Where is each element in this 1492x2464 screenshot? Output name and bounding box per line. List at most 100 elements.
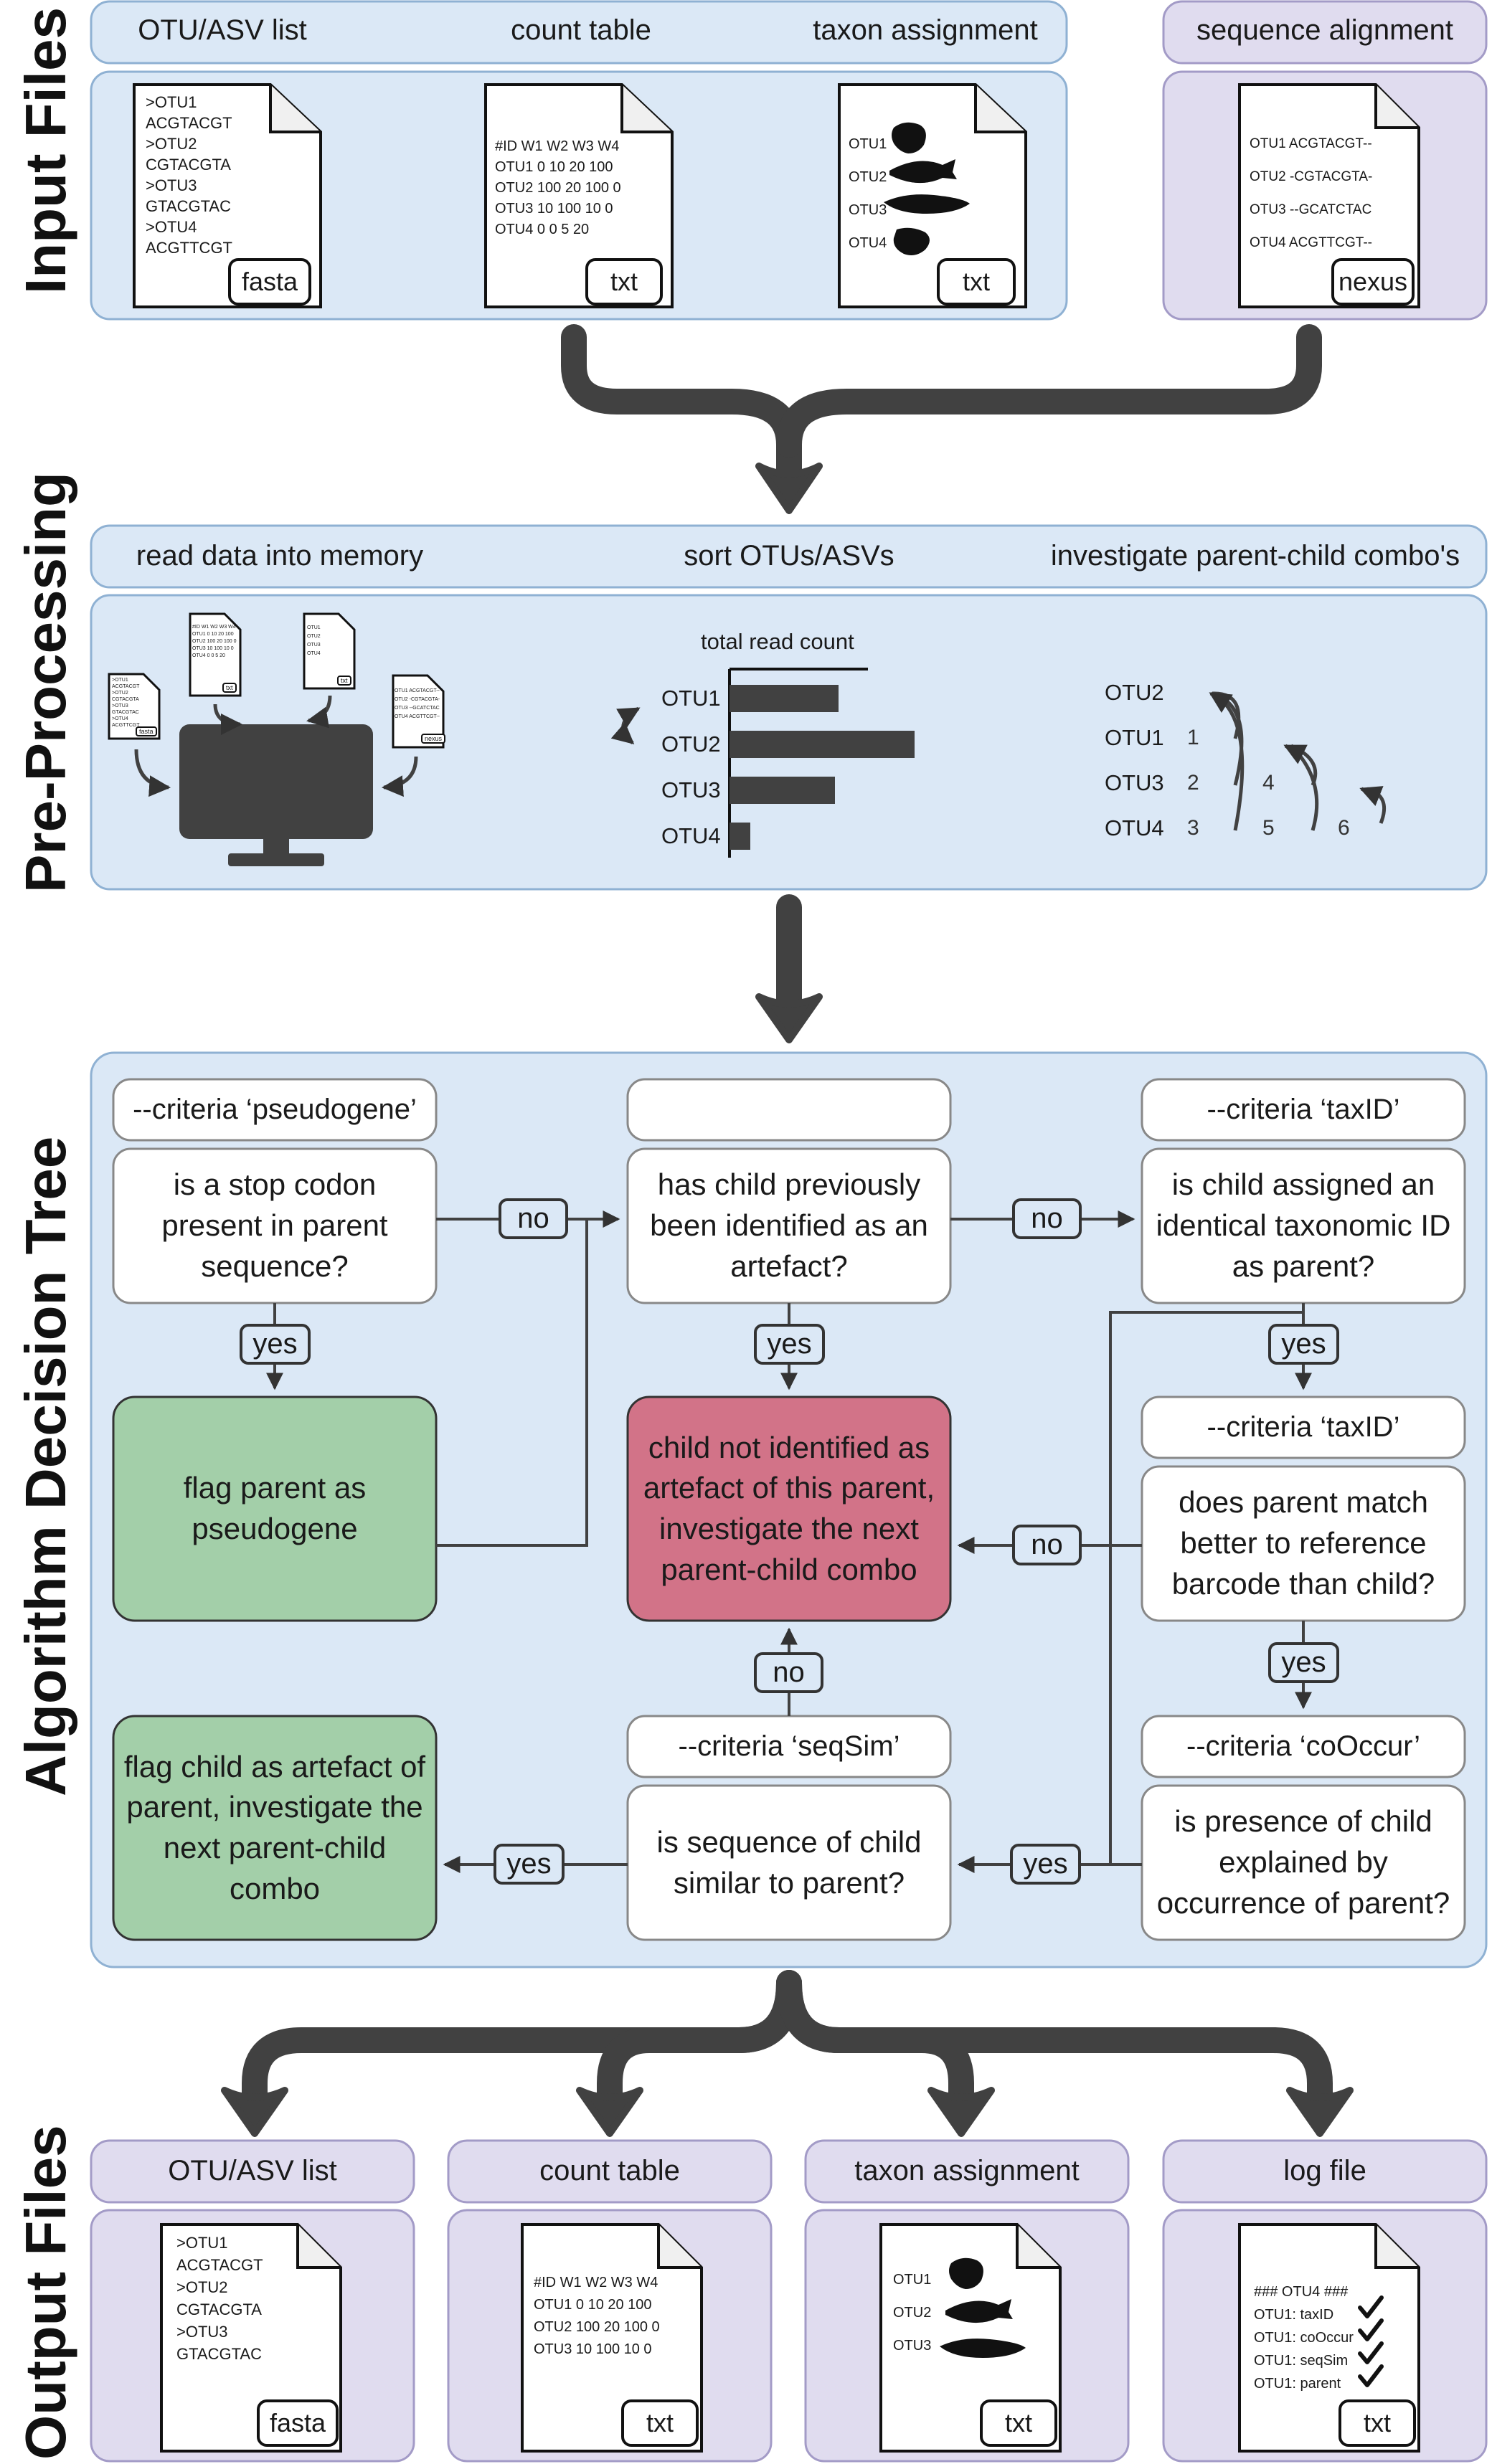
alignment-line: OTU1 ACGTACGT-- — [1250, 136, 1372, 151]
input-count-content: #ID W1 W2 W3 W4 OTU1 0 10 20 100 OTU2 10… — [495, 136, 621, 240]
pre-header-sort: sort OTUs/ASVs — [684, 540, 894, 572]
output-header-taxon: taxon assignment — [854, 2155, 1080, 2186]
fasta-line: CGTACGTA — [146, 156, 231, 174]
mini-doc-count-ext: txt — [222, 683, 237, 693]
output-count-content: #ID W1 W2 W3 W4 OTU1 0 10 20 100 OTU2 10… — [534, 2272, 660, 2361]
taxon-line: OTU2 — [893, 2305, 932, 2321]
input-alignment-content: OTU1 ACGTACGT-- OTU2 -CGTACGTA- OTU3 --G… — [1250, 128, 1372, 260]
flag-pseudogene: flag parent as pseudogene — [183, 1471, 367, 1545]
fasta-doc-shape — [133, 83, 322, 308]
taxid2-criteria: --criteria ‘taxID’ — [1207, 1411, 1400, 1443]
split-arrows — [242, 1970, 1333, 2110]
bar-otu1 — [730, 685, 839, 712]
pre-header-read: read data into memory — [136, 540, 424, 572]
fasta-line: >OTU4 — [146, 218, 197, 236]
mini-doc-line: >OTU4 — [112, 716, 128, 721]
fasta-line: ACGTTCGT — [146, 239, 232, 257]
mini-doc-alignment-ext: nexus — [421, 734, 446, 744]
mini-doc-line: OTU4 — [307, 651, 321, 656]
taxon-silhouettes-input — [884, 122, 970, 255]
label-tags — [240, 1198, 1339, 1885]
output-doc-folds — [296, 2224, 1419, 2269]
combo-label: OTU4 — [1105, 815, 1164, 840]
mini-doc-line: OTU3 --GCATCTAC — [395, 706, 440, 711]
count-line: OTU4 0 0 5 20 — [495, 222, 590, 237]
fasta-line: GTACGTAC — [176, 2345, 262, 2363]
count-line: OTU3 10 100 10 0 — [495, 201, 613, 217]
fasta-line: >OTU3 — [176, 2323, 228, 2341]
no-tag: no — [1031, 1203, 1063, 1234]
bar-otu2 — [730, 731, 915, 758]
mini-doc-count: #ID W1 W2 W3 W4 OTU1 0 10 20 100 OTU2 10… — [192, 624, 237, 660]
fasta-line: ACGTACGT — [146, 114, 232, 132]
count-line: OTU3 10 100 10 0 — [534, 2341, 652, 2357]
alignment-line: OTU2 -CGTACGTA- — [1250, 169, 1373, 184]
taxid-question: is child assigned an identical taxonomic… — [1156, 1167, 1451, 1283]
yes-tag: yes — [1281, 1328, 1326, 1360]
output-log-content: ### OTU4 ### OTU1: taxID OTU1: coOccur O… — [1254, 2280, 1354, 2395]
mini-doc-fasta-ext: fasta — [136, 726, 157, 736]
taxon-line: OTU1 — [849, 136, 887, 152]
count-line: OTU1 0 10 20 100 — [534, 2297, 652, 2313]
combo-number: 1 — [1187, 726, 1199, 749]
ext-tags-input — [228, 258, 1415, 305]
bar-label: OTU2 — [661, 731, 721, 757]
mini-doc-fasta: >OTU1 ACGTACGT >OTU2 CGTACGTA >OTU3 GTAC… — [112, 677, 140, 729]
fasta-line: >OTU1 — [176, 2234, 228, 2252]
mini-doc-line: OTU2 -CGTACGTA- — [395, 697, 440, 702]
bar-otu4 — [730, 823, 750, 850]
bar-label: OTU3 — [661, 777, 721, 802]
mini-doc-line: OTU2 — [307, 634, 321, 639]
input-fasta-content: >OTU1 ACGTACGT >OTU2 CGTACGTA >OTU3 GTAC… — [146, 92, 232, 258]
input-header-count-table: count table — [511, 14, 651, 46]
mini-doc-alignment: OTU1 ACGTACGT-- OTU2 -CGTACGTA- OTU3 --G… — [395, 687, 440, 721]
taxon-line: OTU1 — [893, 2272, 932, 2288]
fasta-line: GTACGTAC — [146, 197, 231, 215]
taxon-silhouettes-output — [940, 2257, 1026, 2358]
taxon-line: OTU2 — [849, 169, 887, 185]
yes-tag: yes — [1023, 1848, 1068, 1880]
output-doc-shapes — [160, 2223, 1420, 2453]
output-fasta-content: >OTU1 ACGTACGT >OTU2 CGTACGTA >OTU3 GTAC… — [176, 2232, 263, 2365]
combo-label: OTU2 — [1105, 680, 1164, 705]
mini-doc-line: >OTU3 — [112, 703, 128, 709]
fasta-line: >OTU3 — [146, 176, 197, 194]
mini-doc-line: CGTACGTA — [112, 697, 139, 702]
taxid-criteria: --criteria ‘taxID’ — [1207, 1094, 1400, 1125]
count-line: #ID W1 W2 W3 W4 — [534, 2275, 658, 2290]
input-header-taxon: taxon assignment — [813, 14, 1038, 46]
count-line: OTU2 100 20 100 0 — [534, 2319, 660, 2335]
mini-doc-line: OTU2 100 20 100 0 — [192, 639, 237, 644]
bar-label: OTU1 — [661, 686, 721, 711]
split-arrowheads — [221, 2087, 1354, 2137]
cooccur-criteria: --criteria ‘coOccur’ — [1186, 1730, 1420, 1762]
combo-label: OTU3 — [1105, 770, 1164, 795]
section-label-input: Input Files — [14, 7, 77, 294]
mini-docs — [108, 612, 445, 749]
output-ext-tags — [257, 2399, 1416, 2447]
mini-doc-line: #ID W1 W2 W3 W4 — [192, 625, 236, 630]
pseudogene-question: is a stop codon present in parent sequen… — [161, 1167, 388, 1283]
output-header-count-table: count table — [539, 2155, 680, 2186]
count-line: OTU2 100 20 100 0 — [495, 180, 621, 196]
taxon-line: OTU4 — [849, 235, 887, 251]
no-tag: no — [1031, 1529, 1063, 1560]
fasta-line: >OTU2 — [146, 135, 197, 153]
flag-child: flag child as artefact of parent, invest… — [123, 1749, 426, 1905]
mini-doc-line: GTACGTAC — [112, 710, 139, 715]
artefact-question: has child previously been identified as … — [650, 1167, 928, 1283]
mini-arrows — [134, 695, 418, 797]
no-tag: no — [517, 1203, 549, 1234]
fasta-line: >OTU1 — [146, 93, 197, 111]
taxon-line: OTU3 — [893, 2338, 932, 2354]
not-artefact: child not identified as artefact of this… — [643, 1430, 935, 1586]
combo-number: 5 — [1262, 816, 1275, 840]
mini-doc-taxon-ext: txt — [337, 676, 351, 686]
yes-tag: yes — [506, 1848, 552, 1880]
mini-doc-line: OTU3 10 100 10 0 — [192, 646, 234, 651]
merge-arrow — [561, 324, 1322, 514]
alignment-doc-shape — [1238, 83, 1420, 308]
combo-number: 4 — [1262, 771, 1275, 795]
no-tag: no — [773, 1657, 805, 1688]
